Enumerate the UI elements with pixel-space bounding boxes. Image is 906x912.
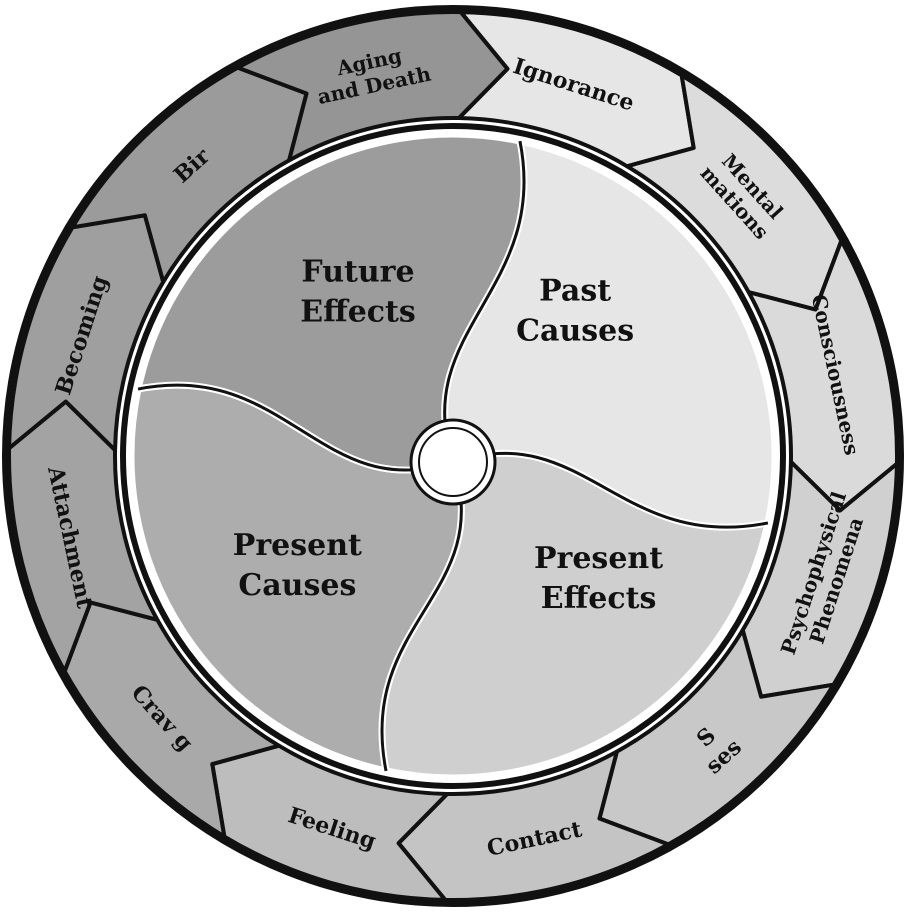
quadrant-label-text: Effects (300, 294, 416, 329)
quadrant-label-text: Effects (541, 581, 657, 616)
quadrant-label-text: Present (233, 528, 362, 563)
center-hub-inner (418, 427, 488, 497)
quadrant-label-text: Causes (516, 313, 634, 348)
quadrant-label-text: Past (539, 273, 611, 308)
inner-quadrants (127, 130, 779, 782)
quadrant-label-text: Future (301, 254, 414, 289)
quadrant-label-text: Causes (238, 568, 356, 603)
outer-segments (7, 10, 899, 902)
quadrant-label-text: Present (534, 541, 663, 576)
quadrant-divider (137, 383, 454, 472)
link-segment (235, 10, 510, 163)
quadrant-divider (452, 451, 769, 529)
inner-labels: PastCausesPresentEffectsPresentCausesFut… (233, 254, 663, 616)
quadrant-divider (380, 461, 463, 772)
quadrant-divider (443, 140, 526, 463)
